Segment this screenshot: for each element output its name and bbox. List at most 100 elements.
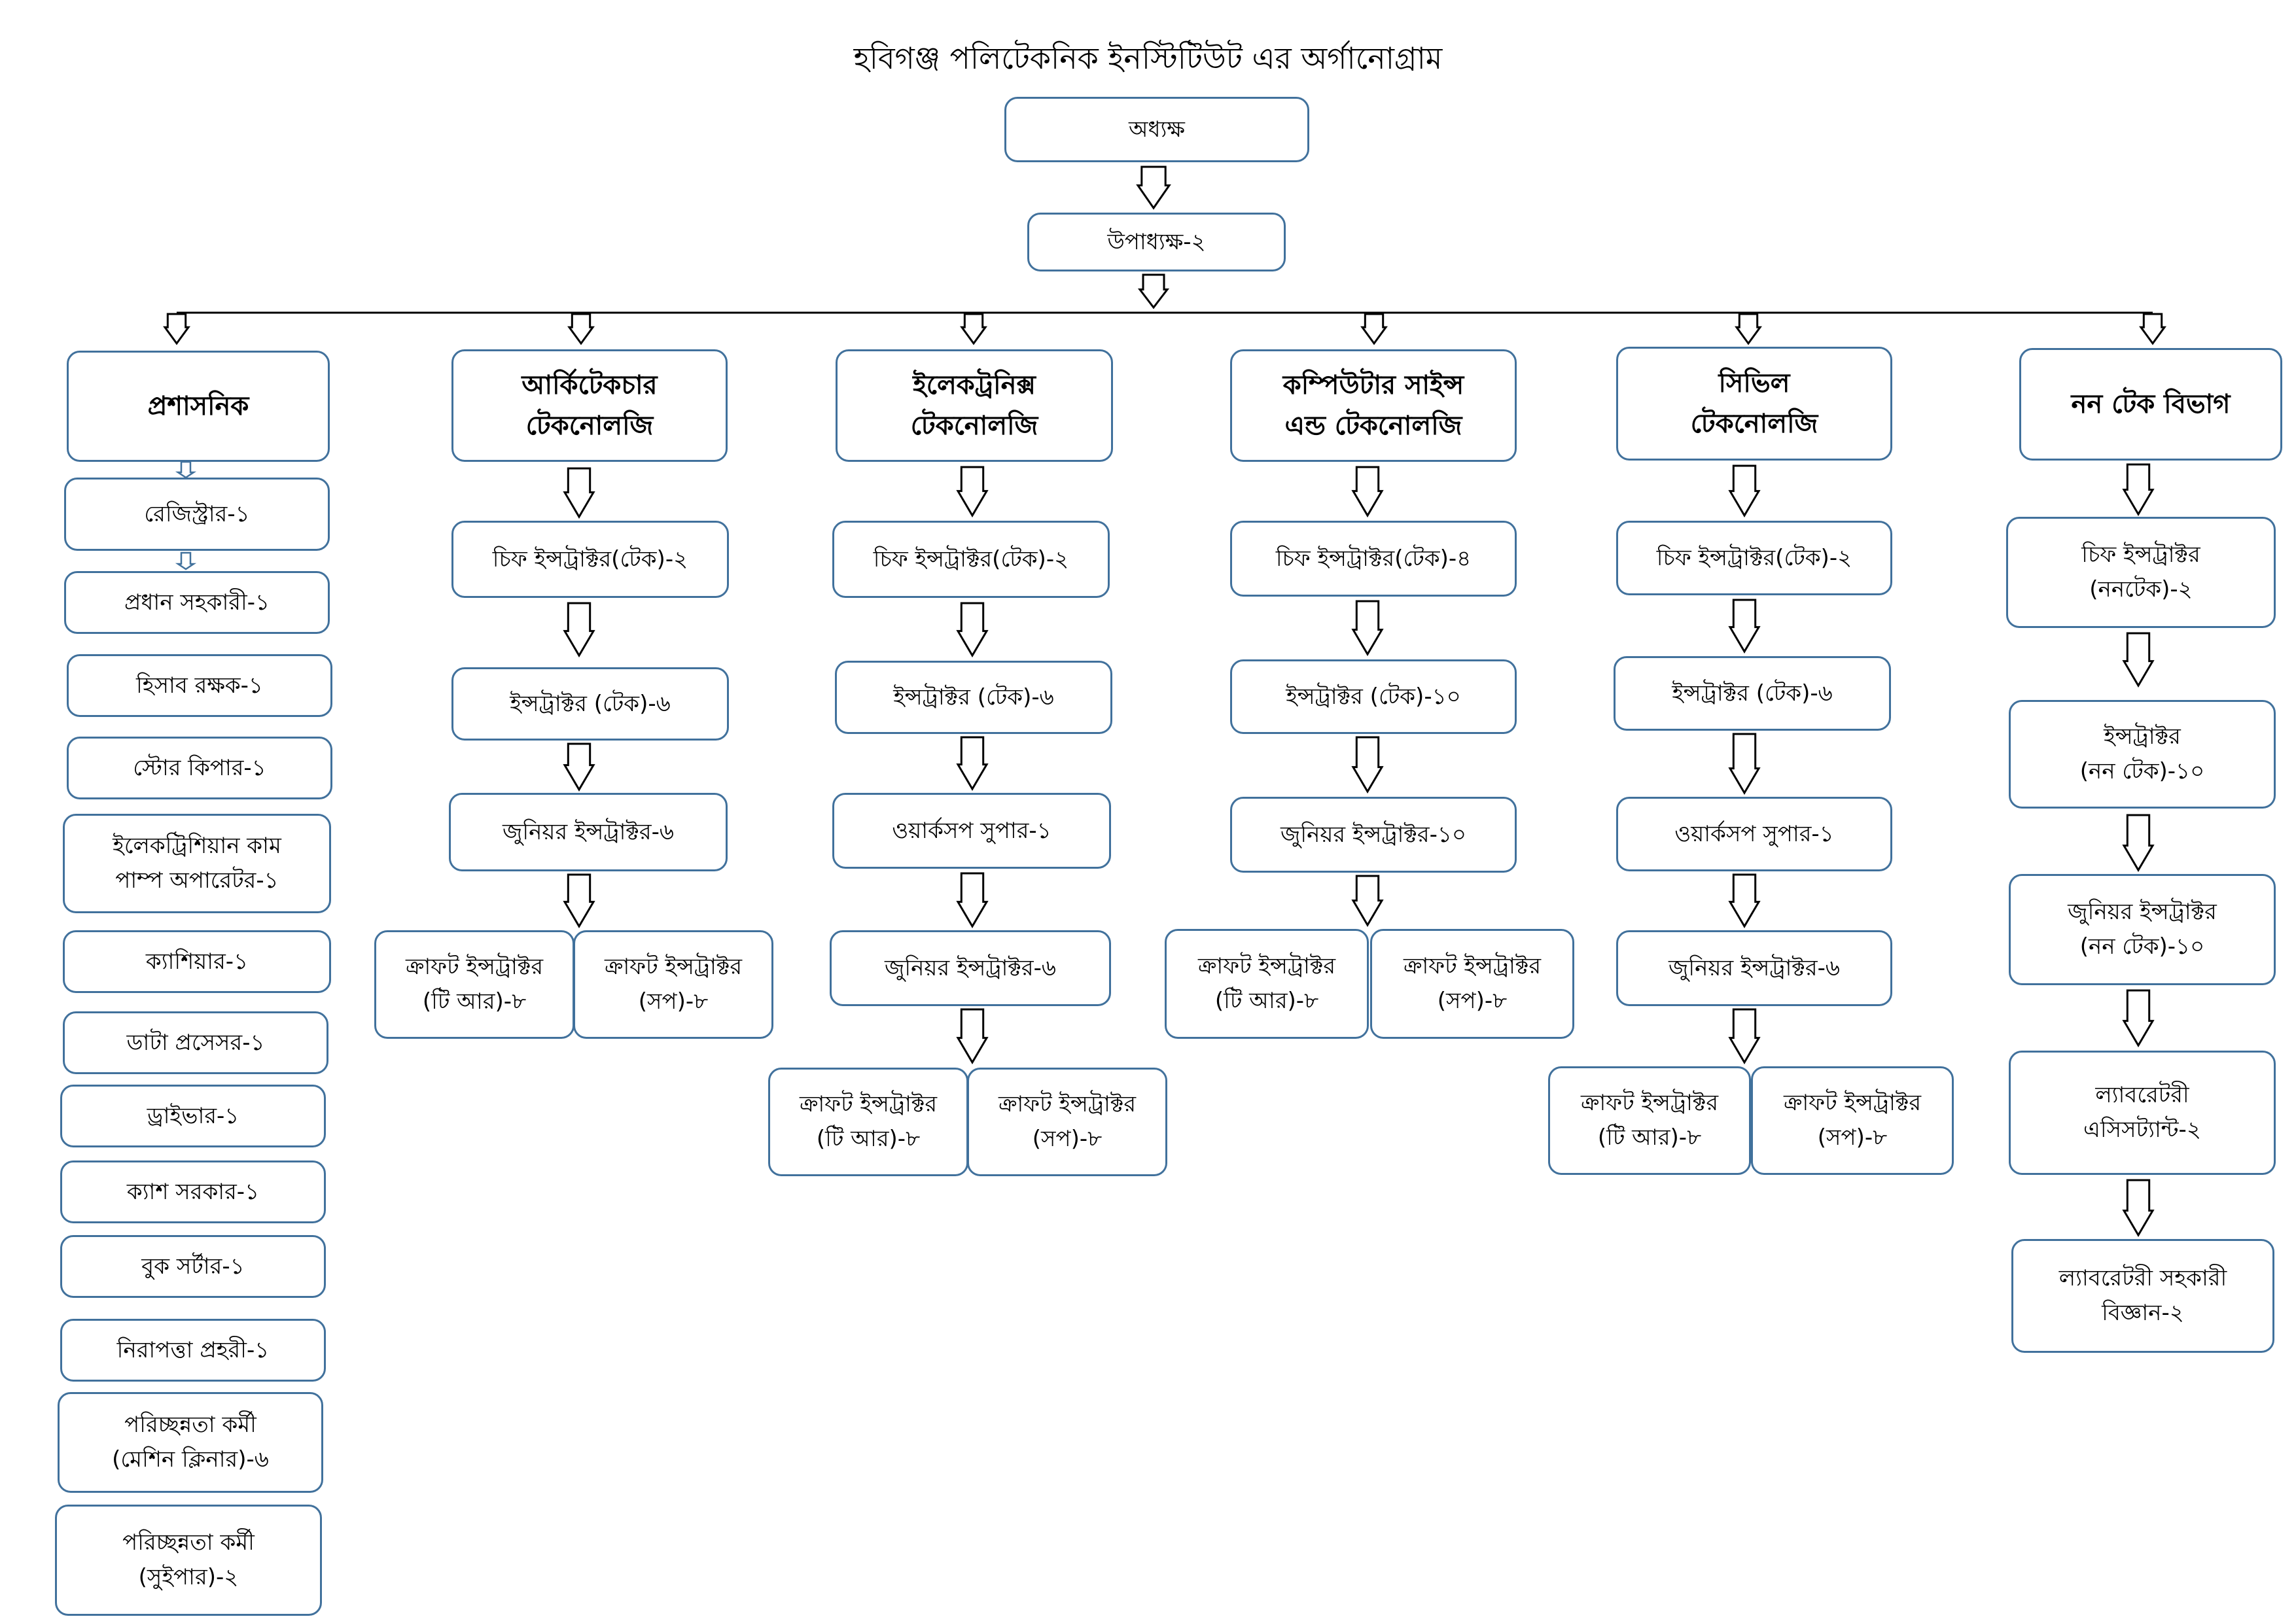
principal-box: অধ্যক্ষ: [1004, 97, 1309, 162]
electronics-staff-box-label: চিফ ইন্সট্রাক্টর(টেক)-২: [873, 546, 1069, 572]
down-arrow-icon: [1351, 875, 1384, 927]
admin-staff-box-label: বুক সর্টার-১: [141, 1253, 245, 1280]
dept-head-admin-label: প্রশাসনিক: [147, 391, 249, 421]
admin-staff-box: প্রধান সহকারী-১: [64, 571, 330, 634]
computer-craft-box-label: (সপ)-৮: [1437, 988, 1508, 1014]
nontech-staff-box: ইন্সট্রাক্টর(নন টেক)-১০: [2009, 700, 2276, 809]
admin-staff-box-label: (সুইপার)-২: [138, 1564, 239, 1590]
admin-staff-box-label: হিসাব রক্ষক-১: [135, 672, 263, 699]
dept-head-civil: সিভিল টেকনোলজি: [1616, 347, 1892, 461]
dept-head-civil-label: টেকনোলজি: [1690, 409, 1818, 439]
down-arrow-icon: [956, 602, 989, 657]
dept-head-computer-label: কম্পিউটার সাইন্স: [1282, 370, 1464, 400]
principal-box-label: অধ্যক্ষ: [1129, 116, 1185, 143]
civil-staff-box: ইন্সট্রাক্টর (টেক)-৬: [1614, 656, 1891, 731]
computer-staff-box-label: জুনিয়র ইন্সট্রাক্টর-১০: [1280, 821, 1467, 848]
architecture-staff-box-label: চিফ ইন্সট্রাক্টর(টেক)-২: [492, 546, 688, 572]
down-arrow-icon: [1137, 273, 1170, 309]
computer-craft-box-label: ক্রাফট ইন্সট্রাক্টর: [1403, 953, 1542, 980]
admin-staff-box: রেজিস্ট্রার-১: [64, 478, 330, 551]
admin-staff-box-label: স্টোর কিপার-১: [133, 754, 266, 781]
computer-staff-box: ইন্সট্রাক্টর (টেক)-১০: [1230, 659, 1517, 734]
down-arrow-icon: [1351, 736, 1384, 794]
admin-staff-box-label: ক্যাশিয়ার-১: [145, 948, 249, 975]
admin-staff-box-label: নিরাপত্তা প্রহরী-১: [116, 1336, 270, 1363]
vice-principal-box: উপাধ্যক্ষ-২: [1027, 213, 1286, 271]
vice-principal-box-label: উপাধ্যক্ষ-২: [1107, 228, 1206, 255]
down-arrow-icon: [960, 313, 987, 345]
nontech-staff-box-label: (ননটেক)-২: [2089, 576, 2193, 602]
civil-craft-box-label: (সপ)-৮: [1817, 1125, 1888, 1151]
down-arrow-icon: [2122, 632, 2155, 688]
civil-staff-box-label: চিফ ইন্সট্রাক্টর(টেক)-২: [1656, 544, 1852, 571]
nontech-staff-box-label: ল্যাবরেটরী সহকারী: [2058, 1265, 2227, 1292]
down-arrow-icon: [1136, 166, 1171, 210]
electronics-staff-box-label: ইন্সট্রাক্টর (টেক)-৬: [893, 684, 1054, 710]
down-arrow-icon: [1728, 873, 1761, 928]
down-arrow-icon: [2122, 1179, 2155, 1237]
dept-head-nontech: নন টেক বিভাগ: [2019, 348, 2282, 461]
civil-staff-box-label: ইন্সট্রাক্টর (টেক)-৬: [1672, 680, 1833, 707]
nontech-staff-box: ল্যাবরেটরী সহকারীবিজ্ঞান-২: [2011, 1239, 2274, 1353]
electronics-staff-box: জুনিয়র ইন্সট্রাক্টর-৬: [830, 930, 1111, 1006]
architecture-craft-box-label: ক্রাফট ইন্সট্রাক্টর: [405, 954, 544, 981]
electronics-craft-box-label: (টি আর)-৮: [816, 1126, 921, 1152]
architecture-staff-box: জুনিয়র ইন্সট্রাক্টর-৬: [449, 793, 728, 871]
admin-staff-box: ক্যাশ সরকার-১: [60, 1161, 326, 1223]
dept-head-nontech-label: নন টেক বিভাগ: [2071, 389, 2231, 419]
dept-head-architecture-label: টেকনোলজি: [525, 411, 654, 441]
down-arrow-icon: [2122, 463, 2155, 516]
architecture-staff-box-label: জুনিয়র ইন্সট্রাক্টর-৬: [502, 818, 674, 845]
civil-craft-box: ক্রাফট ইন্সট্রাক্টর(টি আর)-৮: [1548, 1066, 1751, 1175]
admin-staff-box: পরিচ্ছন্নতা কর্মী (সুইপার)-২: [55, 1505, 322, 1616]
down-arrow-icon: [956, 736, 989, 791]
civil-staff-box: জুনিয়র ইন্সট্রাক্টর-৬: [1616, 930, 1892, 1006]
down-arrow-icon: [956, 466, 989, 517]
down-arrow-icon: [563, 873, 595, 928]
down-arrow-icon: [1728, 464, 1761, 517]
admin-staff-box: হিসাব রক্ষক-১: [67, 654, 332, 717]
admin-staff-box-label: পাম্প অপারেটর-১: [115, 867, 279, 894]
computer-craft-box-label: (টি আর)-৮: [1214, 988, 1319, 1014]
electronics-staff-box: ওয়ার্কসপ সুপার-১: [832, 793, 1111, 869]
electronics-craft-box-label: (সপ)-৮: [1032, 1126, 1103, 1152]
civil-staff-box-label: জুনিয়র ইন্সট্রাক্টর-৬: [1668, 954, 1840, 981]
admin-staff-box: পরিচ্ছন্নতা কর্মী(মেশিন ক্লিনার)-৬: [58, 1392, 323, 1493]
computer-staff-box-label: ইন্সট্রাক্টর (টেক)-১০: [1286, 683, 1461, 710]
admin-staff-box-label: ড্রাইভার-১: [147, 1102, 239, 1129]
nontech-staff-box-label: চিফ ইন্সট্রাক্টর: [2081, 542, 2200, 568]
down-arrow-icon: [1351, 600, 1384, 656]
admin-staff-box-label: ডাটা প্রসেসর-১: [126, 1029, 265, 1056]
computer-craft-box-label: ক্রাফট ইন্সট্রাক্টর: [1197, 953, 1336, 980]
nontech-staff-box-label: ল্যাবরেটরী: [2095, 1082, 2189, 1109]
architecture-craft-box-label: ক্রাফট ইন্সট্রাক্টর: [604, 954, 743, 981]
architecture-craft-box: ক্রাফট ইন্সট্রাক্টর(সপ)-৮: [573, 930, 773, 1039]
civil-craft-box-label: ক্রাফট ইন্সট্রাক্টর: [1783, 1090, 1922, 1117]
computer-staff-box: চিফ ইন্সট্রাক্টর(টেক)-৪: [1230, 521, 1517, 597]
nontech-staff-box-label: (নন টেক)-১০: [2079, 758, 2205, 784]
admin-staff-box-label: ইলেকট্রিশিয়ান কাম: [113, 833, 281, 860]
dept-head-computer: কম্পিউটার সাইন্স এন্ড টেকনোলজি: [1230, 349, 1517, 462]
admin-staff-box-label: পরিচ্ছন্নতা কর্মী: [124, 1412, 256, 1439]
dept-head-architecture-label: আর্কিটেকচার: [521, 370, 658, 400]
down-arrow-icon: [2139, 313, 2166, 345]
nontech-staff-box-label: (নন টেক)-১০: [2079, 934, 2205, 960]
dept-head-civil-label: সিভিল: [1718, 368, 1790, 398]
chart-title: হবিগঞ্জ পলিটেকনিক ইনস্টিটিউট এর অর্গানোগ…: [853, 41, 1443, 76]
electronics-staff-box-label: ওয়ার্কসপ সুপার-১: [892, 817, 1051, 844]
down-arrow-icon: [2122, 989, 2155, 1047]
electronics-staff-box: ইন্সট্রাক্টর (টেক)-৬: [835, 661, 1112, 734]
electronics-craft-box-label: ক্রাফট ইন্সট্রাক্টর: [998, 1091, 1137, 1118]
nontech-staff-box: চিফ ইন্সট্রাক্টর (ননটেক)-২: [2006, 517, 2276, 628]
civil-craft-box-label: ক্রাফট ইন্সট্রাক্টর: [1580, 1090, 1719, 1117]
civil-staff-box-label: ওয়ার্কসপ সুপার-১: [1674, 820, 1834, 847]
down-arrow-icon: [2122, 814, 2155, 872]
electronics-staff-box: চিফ ইন্সট্রাক্টর(টেক)-২: [832, 521, 1110, 598]
electronics-craft-box: ক্রাফট ইন্সট্রাক্টর(টি আর)-৮: [768, 1068, 968, 1176]
admin-staff-box-label: পরিচ্ছন্নতা কর্মী: [122, 1529, 255, 1556]
dept-head-computer-label: এন্ড টেকনোলজি: [1284, 411, 1462, 441]
admin-staff-box-label: প্রধান সহকারী-১: [124, 589, 270, 616]
down-arrow-icon: [956, 1008, 989, 1064]
